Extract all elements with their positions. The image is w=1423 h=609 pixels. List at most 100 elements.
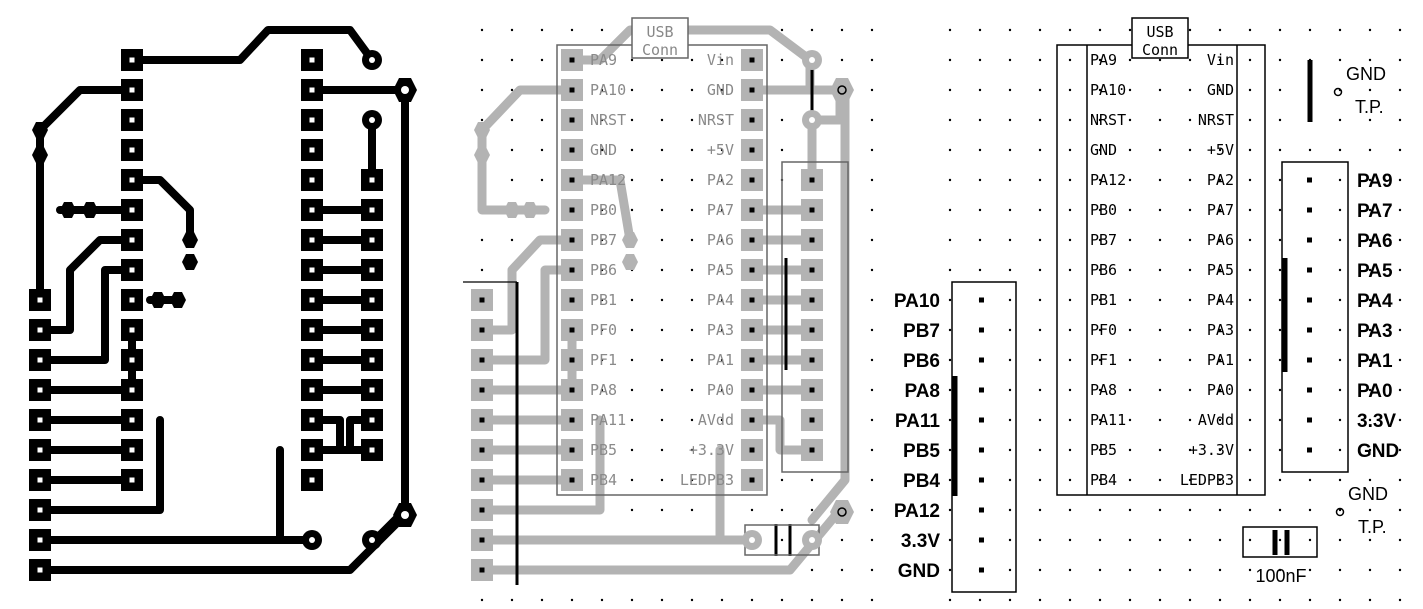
grid-dot [660,418,664,422]
grid-dot [1188,268,1192,272]
grid-dot [978,448,982,452]
header-pin-label: PA4 [1357,291,1393,312]
grid-dot [1188,178,1192,182]
grid-dot [1038,418,1042,422]
module-pin-label: GND [1207,81,1234,99]
grid-dot [1218,118,1222,122]
grid-dot [1038,268,1042,272]
grid-dot [1278,148,1282,152]
pad-hole [809,417,815,423]
grid-dot [1068,508,1072,512]
grid-dot [948,358,952,362]
pad-hole [479,417,485,423]
pad-hole [37,447,43,453]
grid-dot [1008,508,1012,512]
grid-dot [660,328,664,332]
grid-dot [870,328,874,332]
grid-dot [1128,478,1132,482]
via-pad [474,147,490,163]
grid-dot [1038,598,1042,602]
grid-dot [1218,88,1222,92]
grid-dot [1188,298,1192,302]
module-pin-label: PA4 [707,291,734,309]
grid-dot [1098,358,1102,362]
module-pin-label: GND [1090,141,1117,159]
grid-dot [1068,298,1072,302]
module-pin-label: PA0 [707,381,734,399]
grid-dot [1368,538,1372,542]
grid-dot [720,148,724,152]
pad-hole [809,207,815,213]
grid-dot [1218,478,1222,482]
grid-dot [870,268,874,272]
header-pin-label: GND [898,561,940,582]
grid-dot [720,598,724,602]
grid-dot [510,598,514,602]
grid-dot [1128,598,1132,602]
module-pin-label: PA2 [1207,171,1234,189]
pad-hole [37,567,43,573]
pad-hole [129,267,135,273]
grid-dot [660,388,664,392]
grid-dot [1068,538,1072,542]
pad-hole [309,297,315,303]
grid-dot [1218,598,1222,602]
grid-dot [1278,478,1282,482]
pad-hole [309,87,315,93]
grid-dot [948,478,952,482]
pad-hole [569,207,575,213]
grid-dot [870,508,874,512]
via-pad [32,122,48,138]
grid-dot [1158,208,1162,212]
grid-dot [630,358,634,362]
grid-dot [540,598,544,602]
grid-dot [978,88,982,92]
grid-dot [1098,238,1102,242]
grid-dot [1338,298,1342,302]
grid-dot [1038,298,1042,302]
test-point-icon [1333,87,1343,97]
grid-dot [510,148,514,152]
pad-hole [369,417,375,423]
pad-hole [749,147,755,153]
copper-trace [36,266,136,364]
pad-hole [809,177,815,183]
grid-dot [1128,448,1132,452]
grid-dot [870,148,874,152]
via-pad [504,202,520,218]
grid-dot [810,568,814,572]
pad-hole [569,417,575,423]
grid-dot [1248,88,1252,92]
pad-hole [369,237,375,243]
pad-hole [749,297,755,303]
module-pin-label: PB0 [590,201,617,219]
grid-dot [720,118,724,122]
pad-hole [569,237,575,243]
grid-dot [1368,268,1372,272]
capacitor-outline [1242,526,1318,558]
grid-dot [1278,208,1282,212]
grid-dot [1158,568,1162,572]
grid-dot [1188,388,1192,392]
grid-dot [600,238,604,242]
grid-dot [1248,538,1252,542]
grid-dot [630,58,634,62]
grid-dot [660,448,664,452]
grid-dot [1248,58,1252,62]
header-pin-label: PB7 [903,321,940,342]
module-pin-label: Vin [707,51,734,69]
grid-dot [870,58,874,62]
grid-dot [780,58,784,62]
grid-dot [948,448,952,452]
header-pin-label: PA0 [1357,381,1393,402]
grid-dot [948,208,952,212]
grid-dot [1098,328,1102,332]
pad-hole [809,387,815,393]
grid-dot [870,238,874,242]
grid-dot [1008,118,1012,122]
grid-dot [1368,238,1372,242]
left-header-box [951,281,1017,593]
pad-hole [129,87,135,93]
grid-dot [1098,388,1102,392]
grid-dot [1098,268,1102,272]
